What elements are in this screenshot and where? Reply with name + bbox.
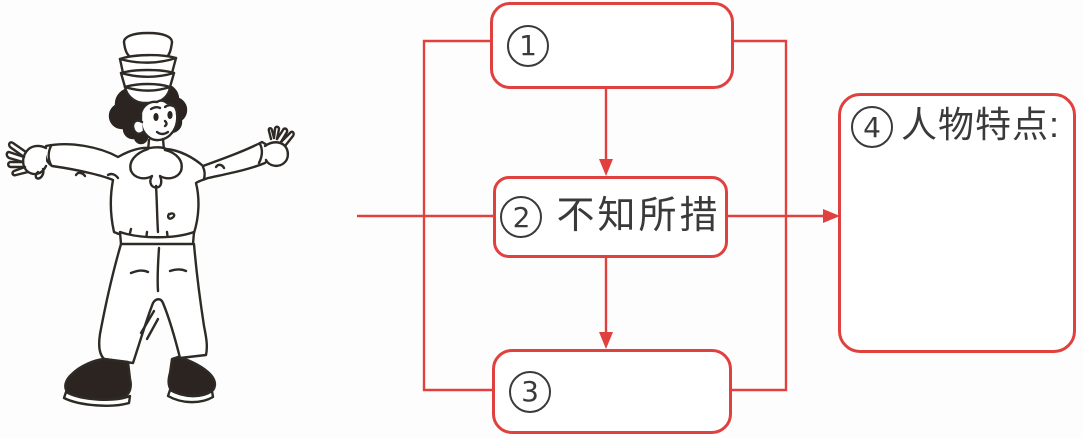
flow-box-3: 3 [492, 349, 732, 434]
flow-box-2-label: 不知所措 [556, 195, 721, 238]
flow-box-1: 1 [490, 2, 734, 89]
flow-box-4-label: 人物特点: [901, 104, 1061, 145]
circled-number-3: 3 [509, 370, 551, 413]
boy-illustration [5, 31, 295, 407]
flow-box-4: 4 人物特点: [838, 93, 1076, 353]
circled-number-1: 1 [507, 24, 549, 67]
circled-number-2: 2 [500, 196, 543, 238]
circled-number-4: 4 [851, 106, 893, 148]
flow-box-2: 2 不知所措 [493, 176, 728, 258]
